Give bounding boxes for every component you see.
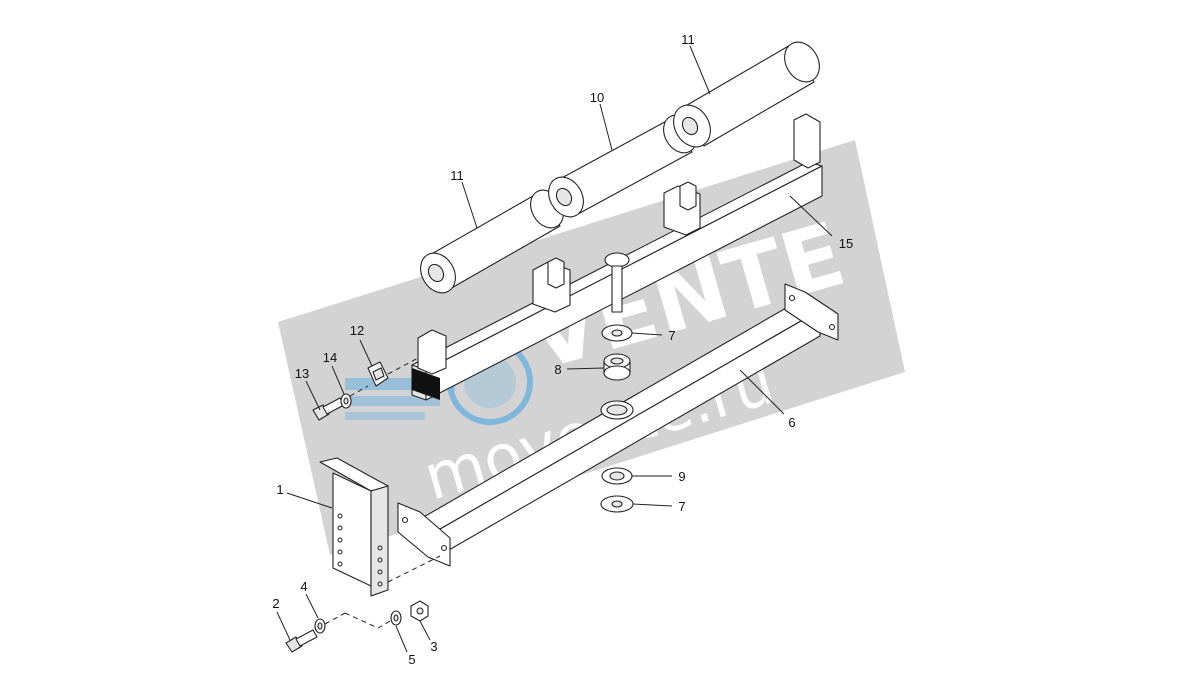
bearing-stack [600,324,634,513]
callout-11-top: 11 [681,32,695,47]
callout-7-lower: 7 [678,499,685,514]
callout-11-left: 11 [450,168,464,183]
callout-9: 9 [678,469,685,484]
callout-14: 14 [323,350,337,365]
washer-4 [314,618,326,634]
callout-3: 3 [430,639,437,654]
callout-5: 5 [408,652,415,667]
leader-lines [276,45,833,653]
nut-3 [410,600,429,622]
callout-10: 10 [590,90,604,105]
watermark-banner [278,140,905,555]
callout-13: 13 [295,366,309,381]
lock-washer-5 [390,610,402,626]
callout-6: 6 [788,415,795,430]
callout-7-upper: 7 [668,328,675,343]
callout-1: 1 [276,482,283,497]
roller-left [420,189,564,294]
callout-2: 2 [272,596,279,611]
bolt-2 [285,629,318,653]
callout-15: 15 [839,236,853,251]
callout-4: 4 [300,579,307,594]
clip-12 [367,361,389,387]
assembly-lines [324,357,441,629]
washer-14 [340,393,352,409]
mounting-bracket [319,457,389,597]
roller-right [673,41,820,148]
upper-frame-beam [411,113,823,401]
callout-12: 12 [350,323,364,338]
callout-labels: 11 10 11 15 7 8 6 9 7 12 14 13 1 2 4 5 3 [272,32,853,667]
callout-8: 8 [554,362,561,377]
